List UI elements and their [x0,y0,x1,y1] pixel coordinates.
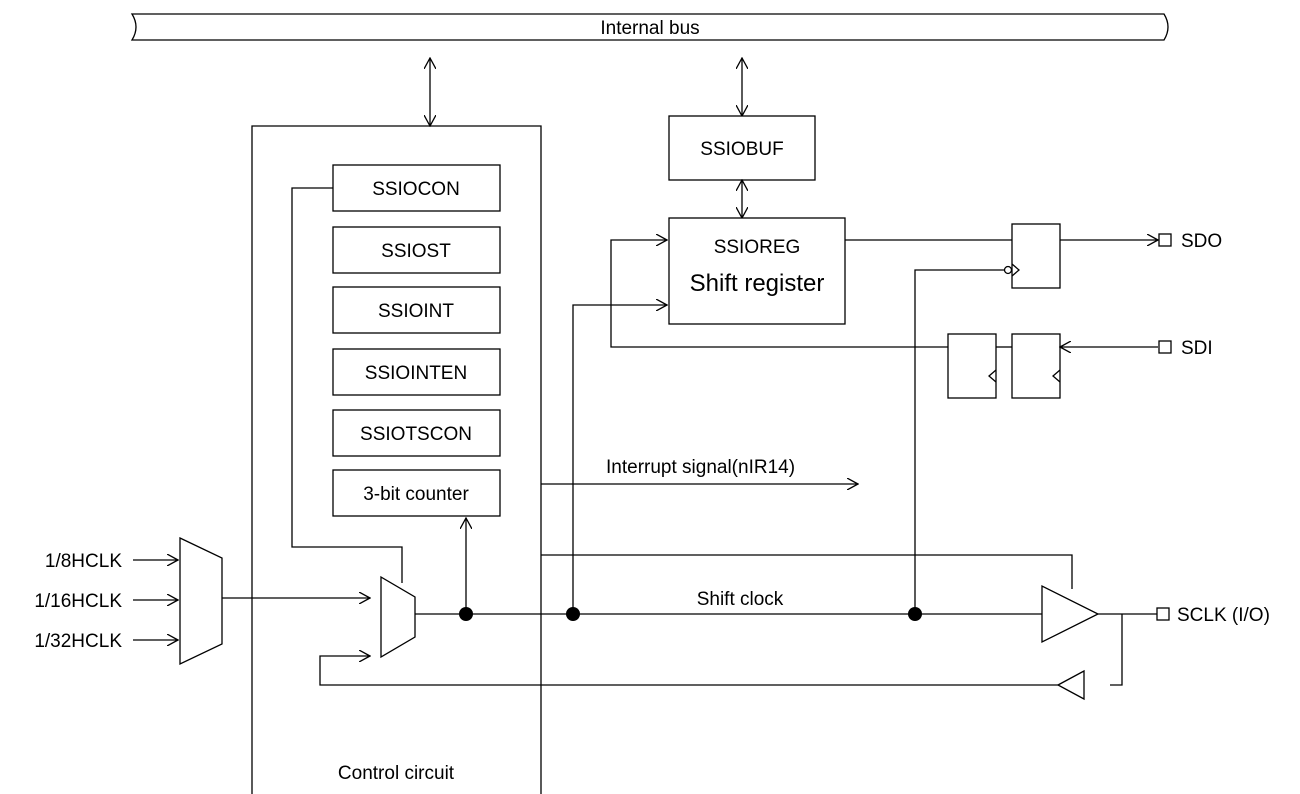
sclk-feedback-line [1110,614,1123,686]
clock-input-label-2: 1/16HCLK [34,591,122,612]
sclk-pin [1156,607,1170,621]
shift-clock-to-ssioreg-arrow [572,305,667,614]
register-ssiost: SSIOST [332,226,501,274]
sdo-pin [1158,233,1172,247]
junction-dot-3 [908,607,922,621]
sdi-to-ssioreg-arrow [610,240,948,348]
ssiocon-label: SSIOCON [372,179,460,200]
three-bit-counter: 3-bit counter [332,469,501,517]
ssioreg-shift-register: SSIOREG Shift register [668,217,846,325]
control-circuit-label: Control circuit [338,763,455,784]
junction-dot-2 [566,607,580,621]
shift-clock-to-sdo-ff-line [914,269,1004,614]
ssioreg-label: SSIOREG [714,237,801,258]
control-circuit: Control circuit [251,125,542,794]
sdo-label: SDO [1181,231,1222,252]
output-enable-line [541,554,1073,589]
ssiobuf-label: SSIOBUF [700,139,783,160]
sclk-feedback-to-mux-arrow [319,656,1058,686]
internal-bus-label: Internal bus [600,18,699,39]
ssiointen-label: SSIOINTEN [365,363,467,384]
ssiocon-to-mux-select-line [291,187,403,583]
register-ssiotscon: SSIOTSCON [332,409,501,457]
clock-select-mux [380,575,416,659]
ssiotscon-label: SSIOTSCON [360,424,472,445]
register-ssioint: SSIOINT [332,286,501,334]
sdi-pin [1158,340,1172,354]
counter-label: 3-bit counter [363,484,469,505]
shift-register-label: Shift register [690,270,825,297]
sclk-input-buffer [1056,669,1085,701]
shift-clock-label: Shift clock [697,589,784,610]
ssiobuf-register: SSIOBUF [668,115,816,181]
sdi-flip-flop-1 [947,333,997,399]
sdi-label: SDI [1181,338,1213,359]
internal-bus: Internal bus [130,13,1169,41]
interrupt-signal-label: Interrupt signal(nIR14) [606,457,795,478]
ssioint-label: SSIOINT [378,301,454,322]
clock-input-label-3: 1/32HCLK [34,631,122,652]
register-ssiocon: SSIOCON [332,164,501,212]
sdi-flip-flop-2 [1011,333,1061,399]
ssiost-label: SSIOST [381,241,451,262]
register-ssiointen: SSIOINTEN [332,348,501,396]
sclk-output-buffer [1041,584,1100,644]
clock-divider-mux [179,536,223,666]
sclk-label: SCLK (I/O) [1177,605,1270,626]
sdo-flip-flop [1003,223,1061,289]
clock-input-label-1: 1/8HCLK [45,551,122,572]
